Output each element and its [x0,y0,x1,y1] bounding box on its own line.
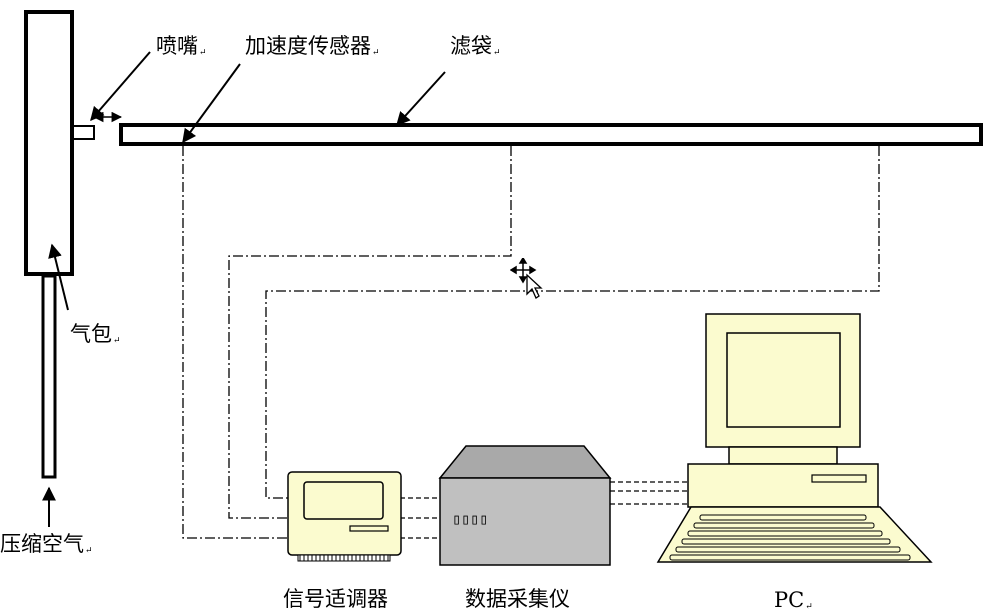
daq-pc-cables [610,481,687,505]
filter-bag-pointer-arrow [396,71,446,127]
pc-monitor-neck [728,446,838,465]
pc-drive-slot [811,474,867,483]
air-bag-pointer-arrow [48,243,69,311]
pc [656,313,933,563]
pc-keyboard [656,506,933,563]
sensor-cables [182,146,880,539]
air-inlet-pipe [41,274,57,479]
sensor-cable-1 [182,146,290,539]
pc-system-unit [687,463,879,508]
accelerometer-pointer-arrow [182,63,241,144]
nozzle-pointer-arrow [90,51,151,122]
pc-screen [726,332,841,428]
data-acquisition-unit: ▯▯▯▯ [438,445,612,566]
move-cursor-icon [510,258,543,299]
pc-label: PC↵ [774,588,813,612]
sensor-cable-2 [228,146,512,519]
air-bag-tank [24,10,74,276]
compressed-air-label: 压缩空气↵ [0,532,93,556]
signal-conditioner-label: 信号适调器 [283,587,388,611]
signal-conditioner [287,471,402,562]
daq-label: 数据采集仪 [465,587,570,611]
filter-bag-label: 滤袋↵ [450,34,501,58]
accelerometer-label: 加速度传感器↵ [245,34,380,58]
air-bag-label: 气包↵ [70,322,121,346]
conditioner-daq-cables [400,497,440,539]
sensor-cable-3 [265,146,880,499]
daq-indicators: ▯▯▯▯ [452,510,488,528]
filter-bag [119,123,983,146]
nozzle-label: 喷嘴↵ [156,34,207,58]
nozzle [72,125,95,140]
